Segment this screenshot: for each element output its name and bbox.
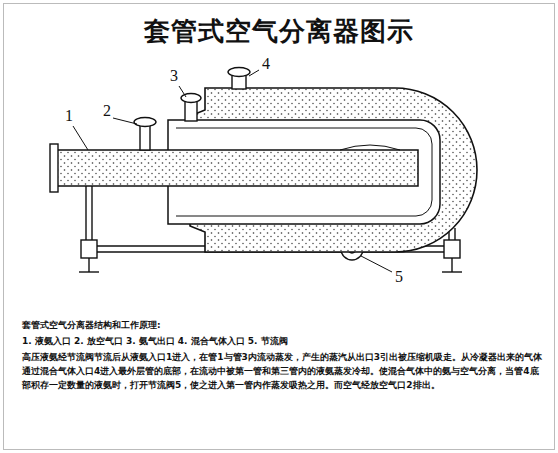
- diagram-title: 套管式空气分离器图示: [0, 14, 558, 49]
- callout-number: 2: [102, 103, 112, 119]
- callout-number: 3: [169, 68, 179, 84]
- description-text: 高压液氨经节流阀节流后从液氨入口1进入，在管1与管3内流动蒸发，产生的蒸汽从出口…: [22, 350, 544, 392]
- callout-number: 5: [394, 269, 404, 285]
- description-heading: 套管式空气分离器结构和工作原理:: [22, 318, 544, 332]
- callout-number: 1: [64, 108, 74, 124]
- part-list: 1. 液氨入口 2. 放空气口 3. 氨气出口 4. 混合气体入口 5. 节流阀: [22, 334, 544, 348]
- callout-number: 4: [261, 56, 271, 72]
